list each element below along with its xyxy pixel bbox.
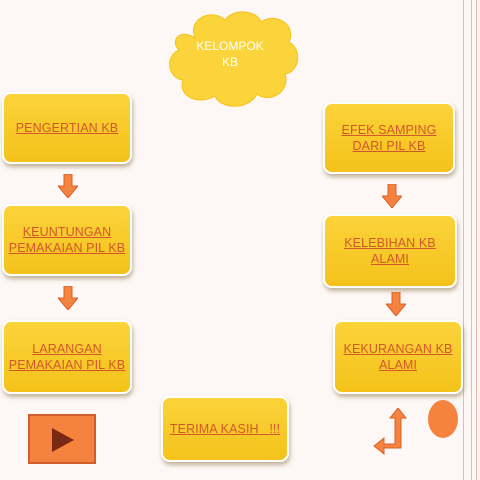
cloud-title: KELOMPOK KB bbox=[196, 39, 264, 69]
arrow-down-icon bbox=[382, 184, 402, 208]
box-kekurangan-kb-alami[interactable]: KEKURANGAN KB ALAMI bbox=[333, 320, 463, 394]
link-larangan-pil-kb[interactable]: LARANGAN PEMAKAIAN PIL KB bbox=[8, 342, 126, 372]
box-pengertian-kb[interactable]: PENGERTIAN KB bbox=[2, 92, 132, 164]
arrow-down-icon bbox=[58, 174, 78, 198]
play-button[interactable] bbox=[28, 414, 96, 464]
box-keuntungan-pil-kb[interactable]: KEUNTUNGAN PEMAKAIAN PIL KB bbox=[2, 204, 132, 276]
link-keuntungan-pil-kb[interactable]: KEUNTUNGAN PEMAKAIAN PIL KB bbox=[8, 225, 126, 255]
link-kekurangan-kb-alami[interactable]: KEKURANGAN KB ALAMI bbox=[343, 342, 453, 372]
link-pengertian-kb[interactable]: PENGERTIAN KB bbox=[15, 121, 119, 135]
play-triangle-icon bbox=[52, 428, 74, 452]
box-efek-samping[interactable]: EFEK SAMPING DARI PIL KB bbox=[323, 102, 455, 174]
link-kelebihan-kb-alami[interactable]: KELEBIHAN KB ALAMI bbox=[344, 236, 436, 266]
arrow-down-icon bbox=[386, 292, 406, 316]
orange-circle-decor bbox=[428, 400, 458, 438]
cloud-shape bbox=[169, 11, 299, 107]
link-terima-kasih[interactable]: TERIMA KASIH !!! bbox=[169, 422, 281, 436]
return-arrow-icon[interactable] bbox=[372, 408, 408, 462]
box-larangan-pil-kb[interactable]: LARANGAN PEMAKAIAN PIL KB bbox=[2, 320, 132, 394]
decor-line-1 bbox=[463, 0, 464, 480]
arrow-down-icon bbox=[58, 286, 78, 310]
decor-line-3 bbox=[476, 0, 477, 480]
box-terima-kasih[interactable]: TERIMA KASIH !!! bbox=[161, 396, 289, 462]
box-kelebihan-kb-alami[interactable]: KELEBIHAN KB ALAMI bbox=[323, 214, 457, 288]
decor-line-2 bbox=[471, 0, 472, 480]
link-efek-samping[interactable]: EFEK SAMPING DARI PIL KB bbox=[341, 123, 437, 153]
